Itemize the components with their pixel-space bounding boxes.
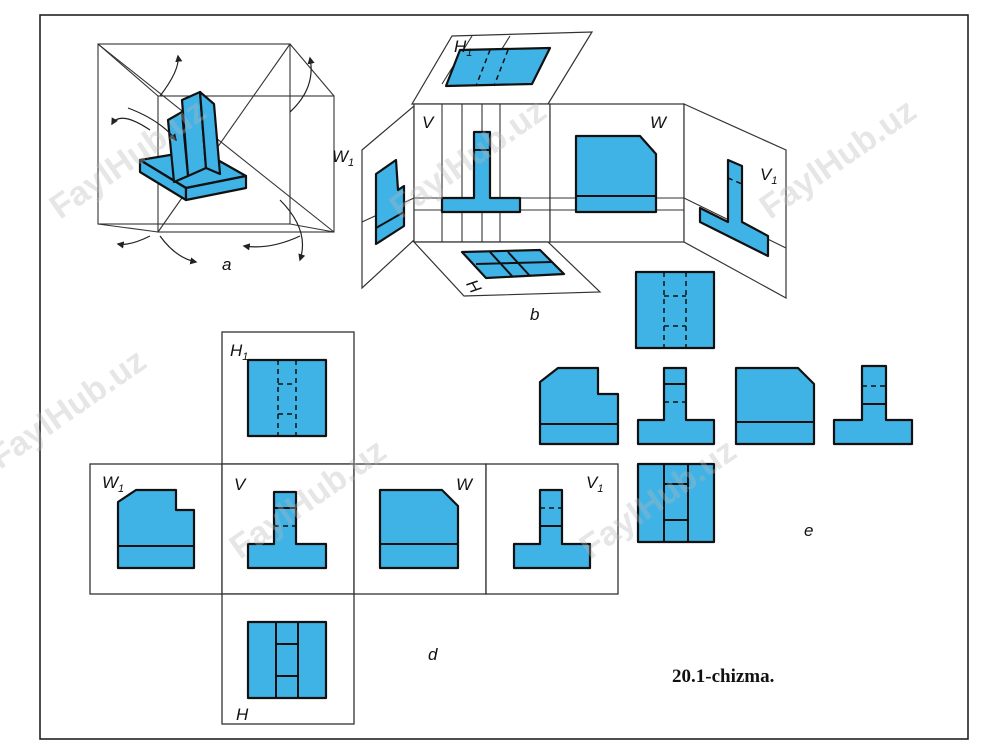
panel-e: e [538,270,914,544]
label-d-h: H [236,705,249,724]
rotation-arrows [111,54,315,265]
label-d-w1: W1 [102,473,124,495]
label-b-w: W [650,113,668,132]
label-b-v1: V1 [760,165,777,187]
figure-border [39,14,969,740]
label-d: d [428,645,438,664]
label-d-h1: H1 [230,341,248,363]
label-d-v: V [234,475,247,494]
watermark-6: FaylHub.uz [0,341,153,476]
label-b: b [530,305,539,324]
label-d-w: W [456,475,474,494]
label-e: e [804,521,813,540]
label-a: a [222,255,231,274]
panel-d: H1 W1 V W V1 H d [89,331,619,725]
figure-caption: 20.1-chizma. [672,666,774,687]
label-b-h1: H1 [454,37,472,59]
label-b-v: V [422,113,435,132]
isometric-part [138,90,248,202]
label-d-v1: V1 [586,473,603,495]
panel-b: H1 V W W1 V1 H b [332,31,787,324]
label-b-w1: W1 [332,147,354,169]
panel-a: a [97,43,335,274]
